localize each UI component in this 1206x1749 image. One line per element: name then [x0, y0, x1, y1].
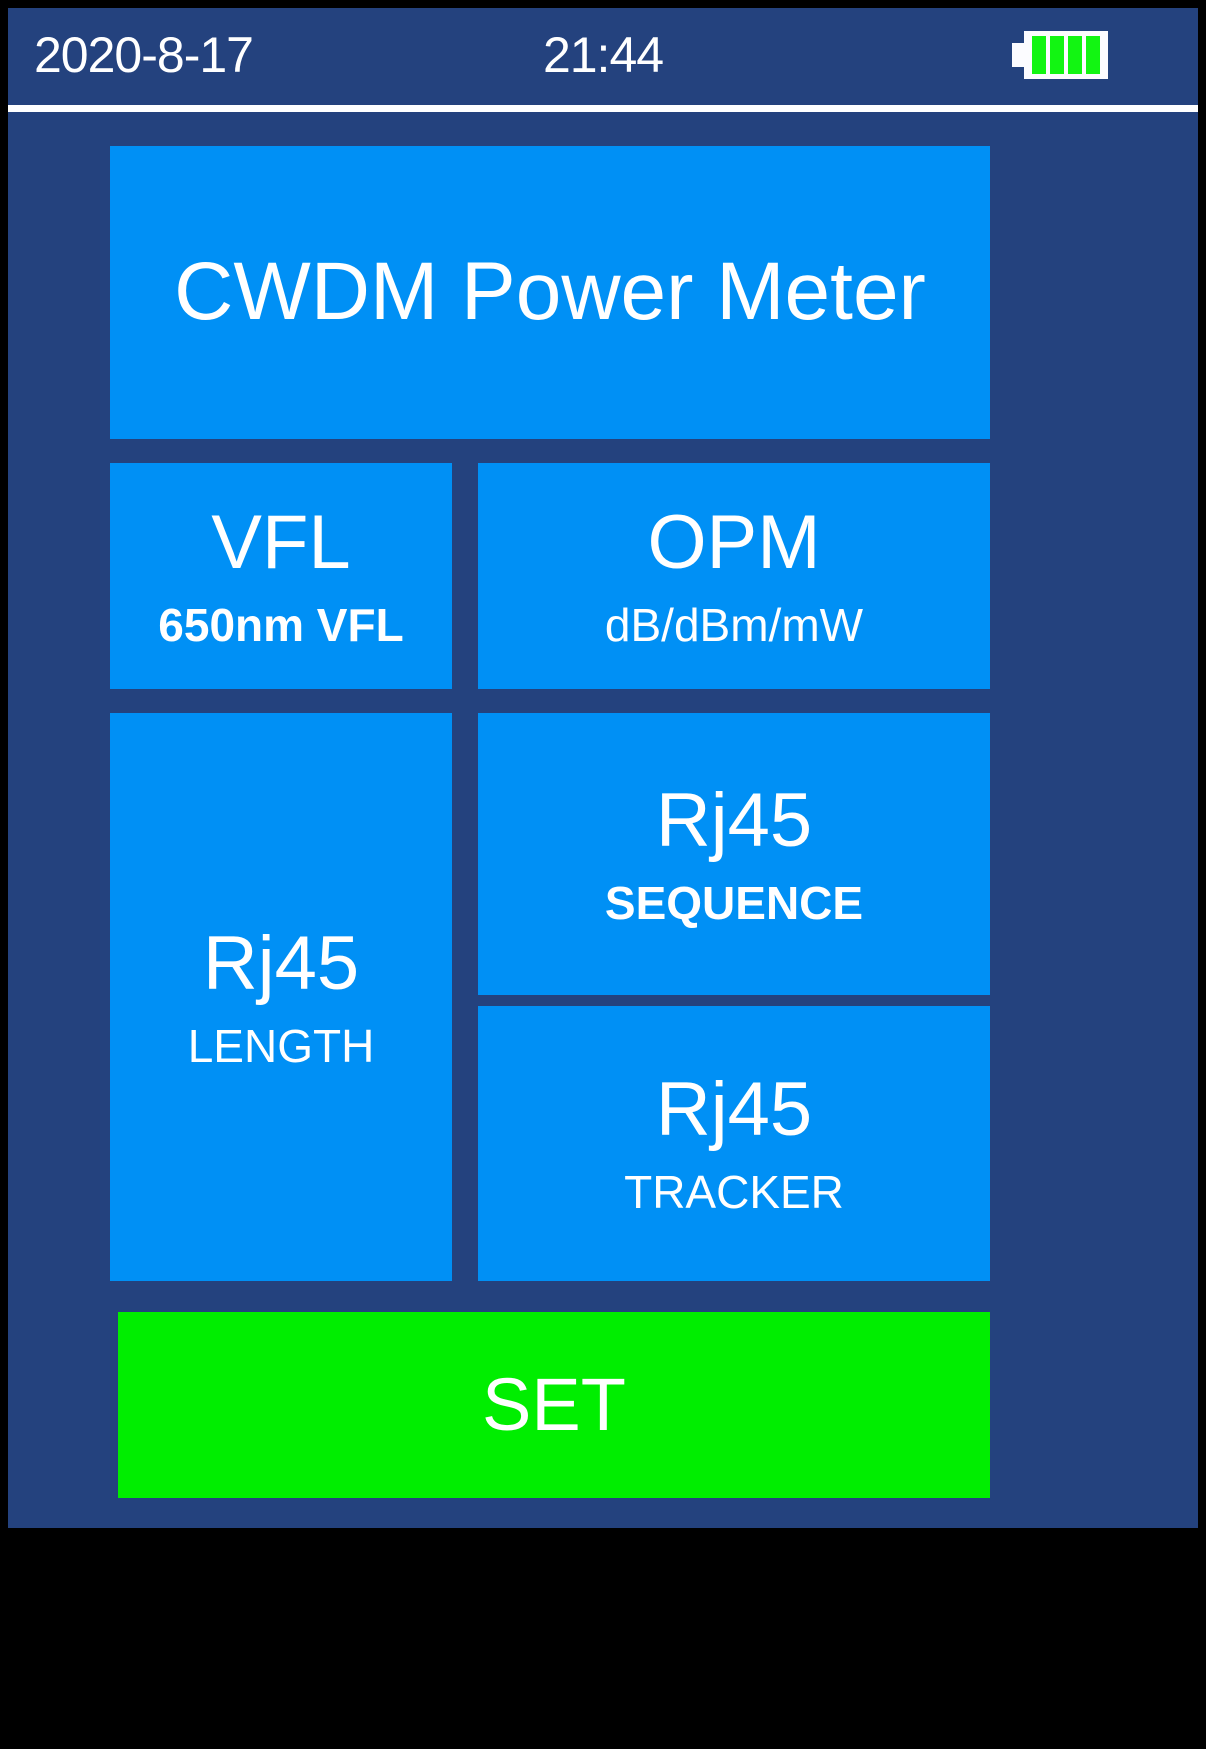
header-tile-cwdm-power-meter[interactable]: CWDM Power Meter: [110, 146, 990, 439]
status-date: 2020-8-17: [34, 27, 254, 83]
menu-tile-vfl-title: VFL: [211, 499, 351, 585]
menu-tile-rj45-sequence-subtitle: SEQUENCE: [604, 876, 864, 929]
menu-tile-rj45-sequence-title: Rj45: [655, 777, 813, 863]
menu-tile-rj45-tracker-title: Rj45: [655, 1067, 813, 1153]
menu-tile-opm[interactable]: OPM dB/dBm/mW: [478, 463, 990, 689]
battery-full-icon: [1012, 31, 1108, 79]
device-screen: 2020-8-17 21:44 CWDM Power Meter VFL: [8, 8, 1198, 1528]
menu-tile-opm-subtitle: dB/dBm/mW: [604, 598, 864, 651]
menu-tile-rj45-length-title: Rj45: [202, 920, 360, 1006]
menu-tile-rj45-tracker-subtitle: TRACKER: [624, 1166, 844, 1219]
menu-tile-opm-title: OPM: [647, 499, 821, 585]
menu-grid: CWDM Power Meter VFL 650nm VFL OPM dB/dB…: [8, 112, 1198, 1528]
status-time: 21:44: [542, 27, 664, 83]
menu-tile-vfl-subtitle: 650nm VFL: [158, 598, 404, 651]
set-button-label: SET: [482, 1363, 626, 1447]
menu-tile-rj45-tracker[interactable]: Rj45 TRACKER: [478, 1006, 990, 1281]
menu-tile-rj45-sequence[interactable]: Rj45 SEQUENCE: [478, 713, 990, 995]
set-button[interactable]: SET: [118, 1312, 990, 1498]
menu-tile-vfl[interactable]: VFL 650nm VFL: [110, 463, 452, 689]
battery-bar: [1086, 36, 1100, 74]
menu-tile-rj45-length-subtitle: LENGTH: [187, 1019, 375, 1072]
menu-tile-rj45-length[interactable]: Rj45 LENGTH: [110, 713, 452, 1281]
status-bar-divider: [8, 105, 1198, 112]
battery-bar: [1050, 36, 1064, 74]
battery-level-bars: [1032, 36, 1102, 74]
battery-bar: [1032, 36, 1046, 74]
battery-bar: [1068, 36, 1082, 74]
battery-terminal: [1012, 43, 1025, 67]
status-bar: 2020-8-17 21:44: [8, 8, 1198, 102]
header-tile-title: CWDM Power Meter: [174, 246, 926, 338]
